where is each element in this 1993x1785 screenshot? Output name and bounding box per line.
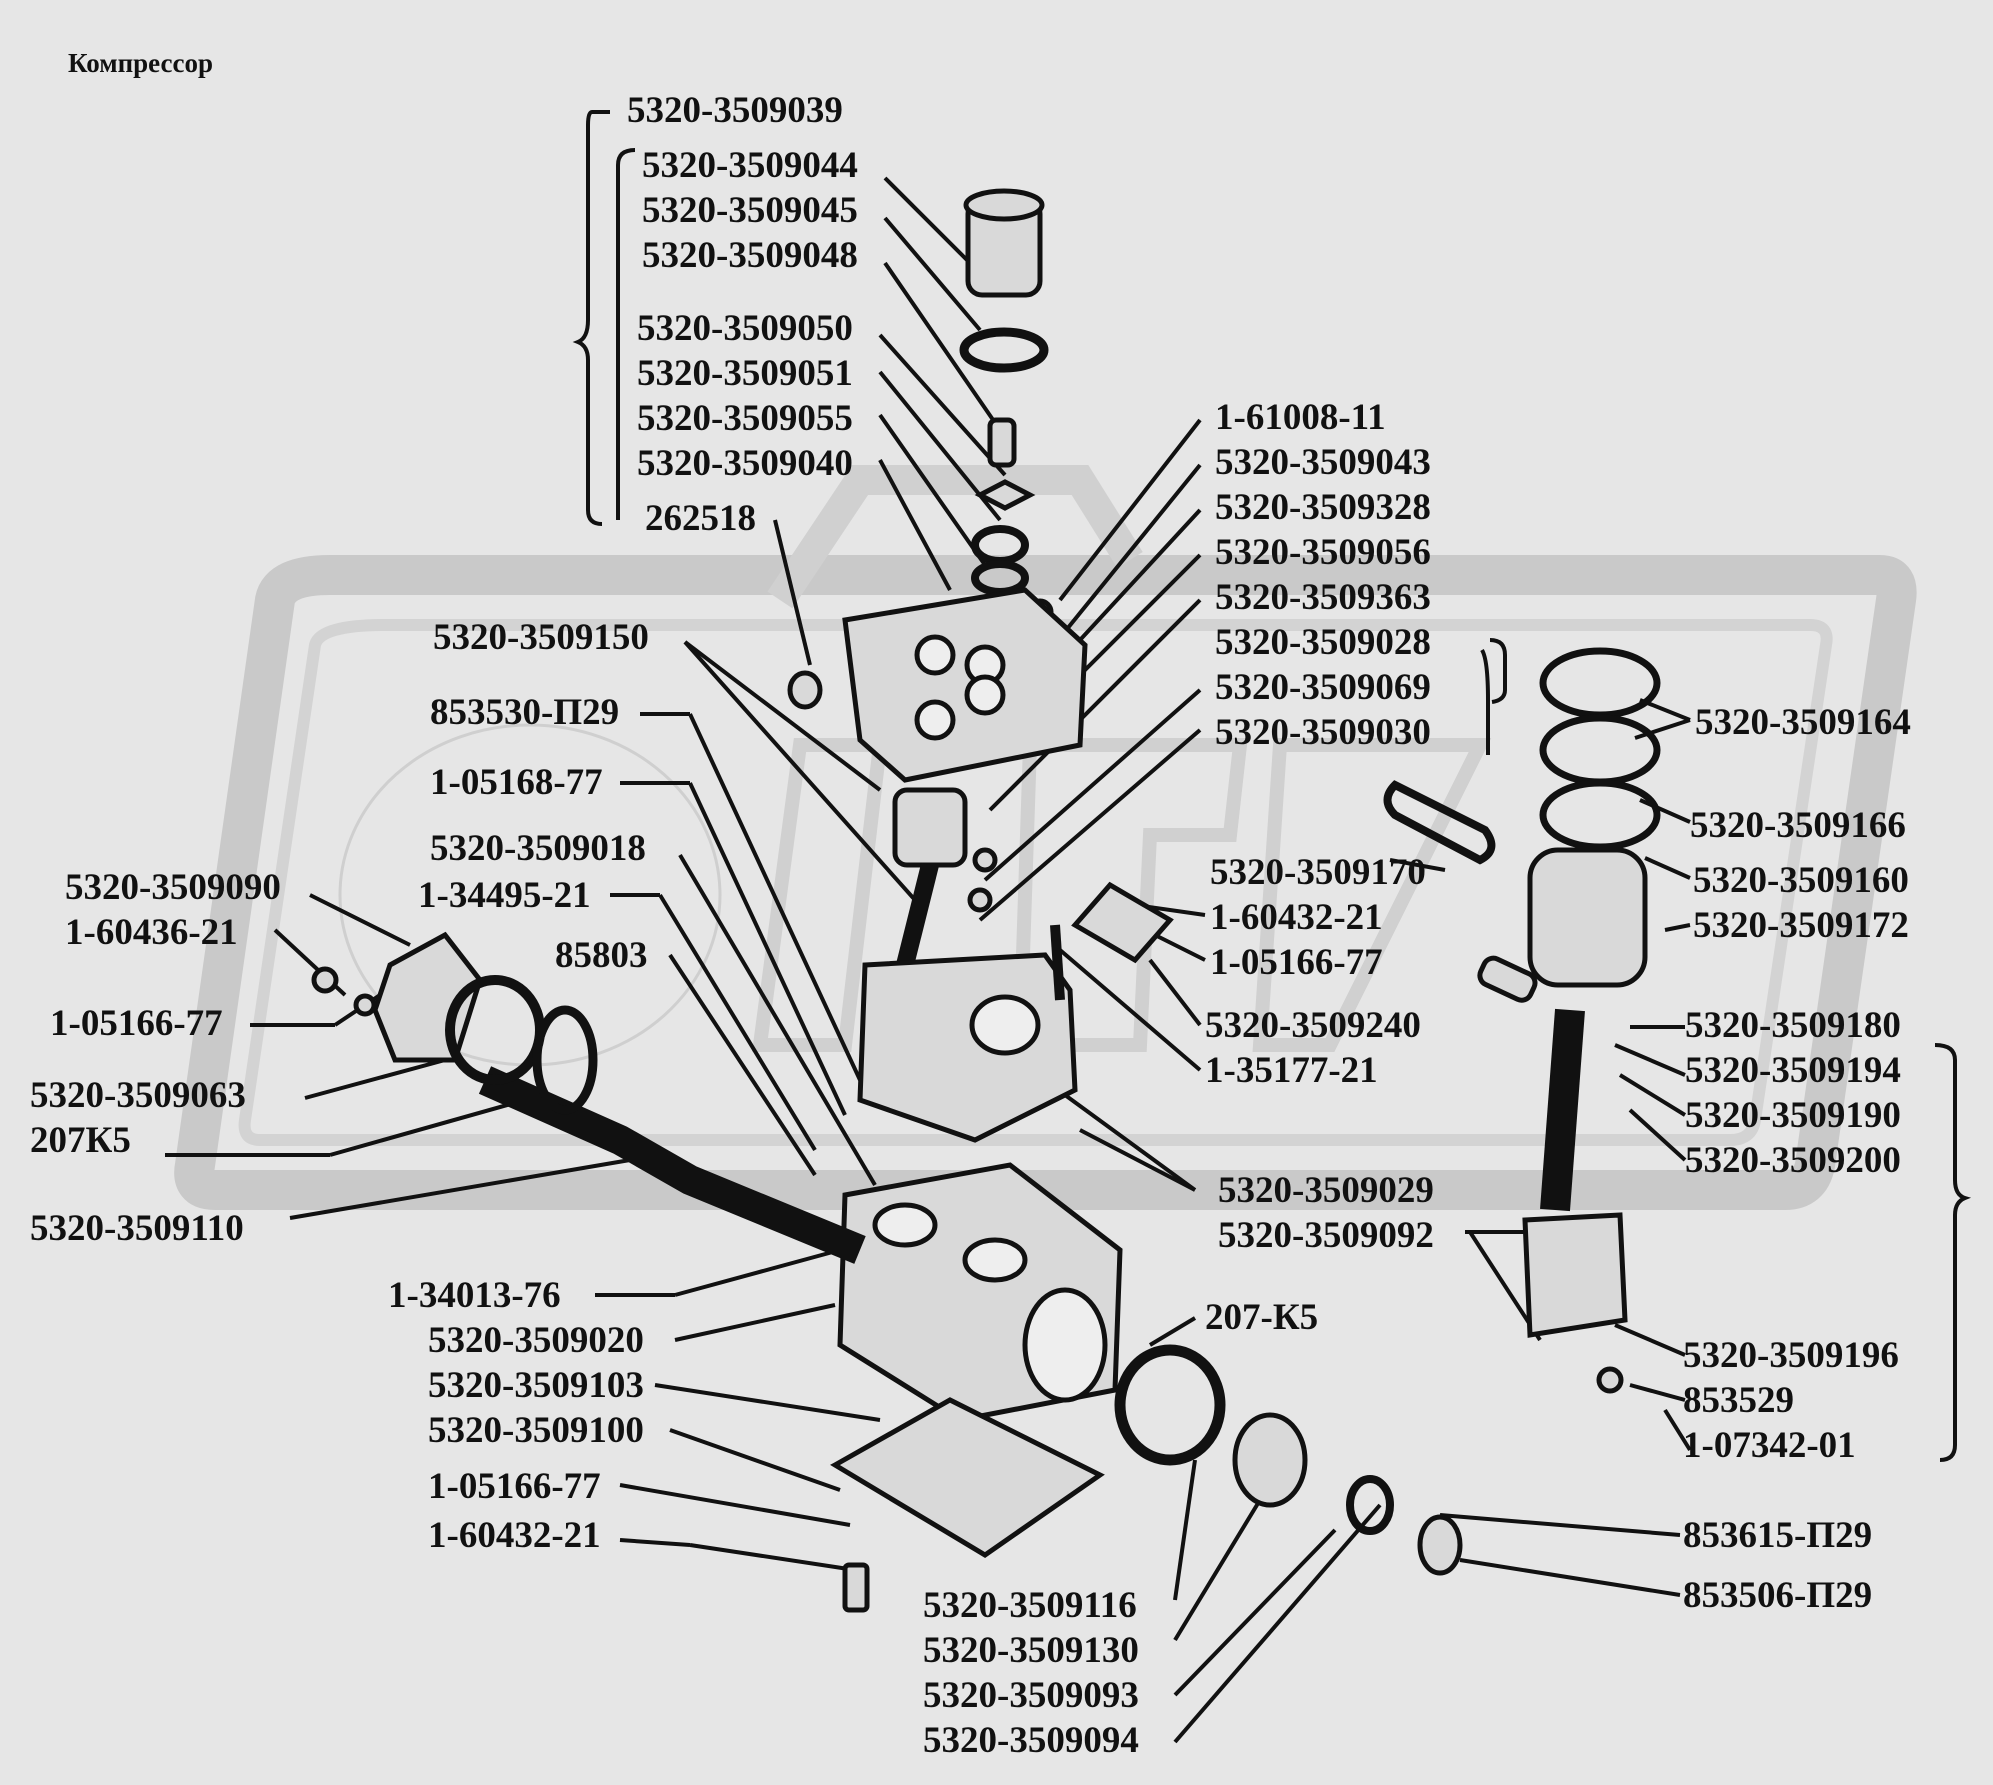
part-label: 5320-3509055 <box>637 398 853 439</box>
part-label: 5320-3509103 <box>428 1365 644 1406</box>
part-label: 5320-3509110 <box>30 1208 244 1249</box>
part-label: 5320-3509093 <box>923 1675 1139 1716</box>
part-label: 5320-3509172 <box>1693 905 1909 946</box>
part-label: 1-34495-21 <box>418 875 591 916</box>
part-label: 5320-3509150 <box>433 617 649 658</box>
part-label: 5320-3509130 <box>923 1630 1139 1671</box>
part-label: 5320-3509018 <box>430 828 646 869</box>
part-label: 1-05166-77 <box>1210 942 1383 983</box>
part-label: 5320-3509100 <box>428 1410 644 1451</box>
part-label: 1-60432-21 <box>1210 897 1383 938</box>
part-label: 5320-3509196 <box>1683 1335 1899 1376</box>
part-label: 853530-П29 <box>430 692 620 733</box>
part-label: 5320-3509051 <box>637 353 853 394</box>
part-label: 5320-3509040 <box>637 443 853 484</box>
part-label: 1-07342-01 <box>1683 1425 1856 1466</box>
leader-lines <box>165 176 1692 1744</box>
part-label: 5320-3509063 <box>30 1075 246 1116</box>
part-label: 5320-3509028 <box>1215 622 1431 663</box>
part-label: 5320-3509190 <box>1685 1095 1901 1136</box>
part-label: 5320-3509094 <box>923 1720 1139 1761</box>
part-label: 5320-3509200 <box>1685 1140 1901 1181</box>
part-label: 5320-3509045 <box>642 190 858 231</box>
part-label: 5320-3509048 <box>642 235 858 276</box>
part-label: 1-35177-21 <box>1205 1050 1378 1091</box>
part-label: 5320-3509050 <box>637 308 853 349</box>
part-label: 5320-3509092 <box>1218 1215 1434 1256</box>
part-label: 853506-П29 <box>1683 1575 1873 1616</box>
part-label: 5320-3509043 <box>1215 442 1431 483</box>
part-label: 1-05166-77 <box>428 1466 601 1507</box>
part-label: 85803 <box>555 935 648 976</box>
part-label: 262518 <box>645 498 756 539</box>
part-label: 1-60436-21 <box>65 912 238 953</box>
part-label: 5320-3509039 <box>627 90 843 131</box>
part-label: 5320-3509166 <box>1690 805 1906 846</box>
grouping-brackets <box>572 110 1972 1462</box>
part-label: 5320-3509180 <box>1685 1005 1901 1046</box>
part-label: 1-05166-77 <box>50 1003 223 1044</box>
part-label: 853529 <box>1683 1380 1794 1421</box>
part-label: 5320-3509029 <box>1218 1170 1434 1211</box>
part-label: 207К5 <box>30 1120 131 1161</box>
diagram-title: Компрессор <box>68 48 213 78</box>
part-label: 5320-3509194 <box>1685 1050 1901 1091</box>
part-label: 5320-3509056 <box>1215 532 1431 573</box>
part-label: 5320-3509069 <box>1215 667 1431 708</box>
part-label: 5320-3509160 <box>1693 860 1909 901</box>
part-label: 5320-3509164 <box>1695 702 1911 743</box>
part-label: 5320-3509170 <box>1210 852 1426 893</box>
part-label: 5320-3509044 <box>642 145 858 186</box>
part-label: 5320-3509328 <box>1215 487 1431 528</box>
part-label: 1-60432-21 <box>428 1515 601 1556</box>
part-label: 1-34013-76 <box>388 1275 561 1316</box>
part-label: 207-К5 <box>1205 1297 1319 1338</box>
part-label: 5320-3509116 <box>923 1585 1137 1626</box>
part-label: 1-61008-11 <box>1215 397 1386 438</box>
part-label: 853615-П29 <box>1683 1515 1873 1556</box>
part-label: 5320-3509363 <box>1215 577 1431 618</box>
part-label: 5320-3509240 <box>1205 1005 1421 1046</box>
compressor-parts <box>311 188 1661 1613</box>
part-label: 5320-3509030 <box>1215 712 1431 753</box>
part-label: 5320-3509020 <box>428 1320 644 1361</box>
part-label: 5320-3509090 <box>65 867 281 908</box>
part-label: 1-05168-77 <box>430 762 603 803</box>
